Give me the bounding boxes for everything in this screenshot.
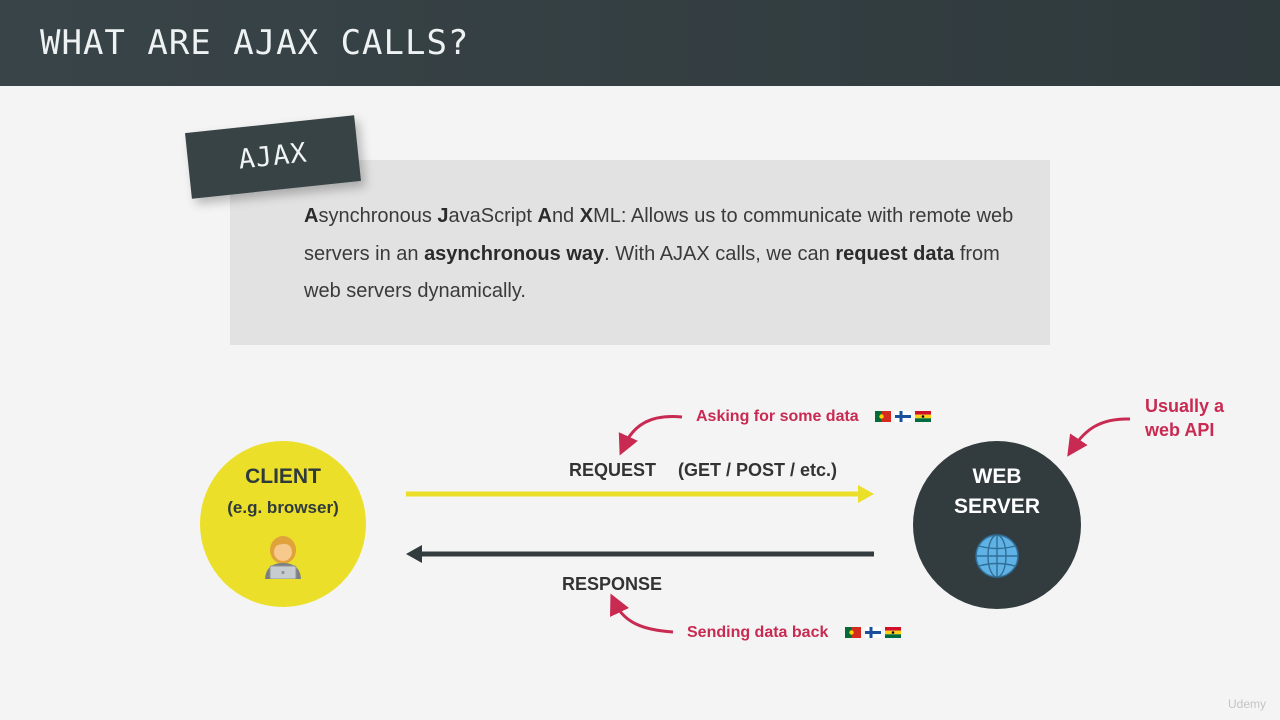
response-arrowhead [406, 545, 422, 563]
slide-header: WHAT ARE AJAX CALLS? [0, 0, 1280, 86]
letter-a: A [537, 205, 552, 227]
definition-part: . With AJAX calls, we can [604, 242, 836, 265]
request-methods: (GET / POST / etc.) [678, 460, 838, 480]
emphasis-request-data: request data [835, 242, 955, 265]
response-note-flags [845, 627, 901, 638]
definition-part: nd [551, 205, 580, 227]
ghana-flag-icon [915, 411, 931, 422]
response-note: Sending data back [687, 624, 829, 641]
request-note-arrow [618, 414, 683, 456]
server-note-line2: web API [1145, 420, 1215, 440]
finland-flag-icon [865, 627, 881, 638]
response-note-arrow [610, 593, 674, 634]
emphasis-asynchronous: asynchronous way [424, 242, 605, 265]
portugal-flag-icon [845, 627, 861, 638]
letter-a: A [304, 205, 319, 227]
server-note: Usually a web API [1145, 394, 1224, 442]
request-arrowhead [858, 485, 874, 503]
web-server-node: WEB SERVER [913, 441, 1081, 609]
client-node: CLIENT (e.g. browser) [200, 441, 366, 607]
ghana-flag-icon [885, 627, 901, 638]
server-title-line1: WEB [972, 465, 1022, 488]
letter-x: X [579, 205, 594, 227]
definition-box: Asynchronous JavaScript And XML: Allows … [230, 160, 1050, 345]
client-subtitle: (e.g. browser) [227, 498, 339, 517]
request-note-flags [875, 411, 931, 422]
client-title: CLIENT [245, 465, 321, 488]
portugal-flag-icon [875, 411, 891, 422]
server-note-arrow [1067, 417, 1131, 457]
server-note-line1: Usually a [1145, 396, 1225, 416]
request-label: REQUEST [569, 460, 657, 480]
watermark-logo: Udemy [1228, 697, 1267, 711]
finland-flag-icon [895, 411, 911, 422]
server-title-line2: SERVER [954, 495, 1040, 518]
definition-text: Asynchronous JavaScript And XML: Allows … [304, 198, 1024, 311]
slide-title: WHAT ARE AJAX CALLS? [40, 23, 470, 63]
definition-part: ML: Allows us to communicate with remote… [304, 205, 1014, 265]
definition-part: from web servers dynamically. [304, 242, 1000, 303]
request-note: Asking for some data [696, 408, 859, 425]
globe-icon [975, 534, 1019, 578]
definition-part: avaScript [448, 205, 538, 227]
person-at-laptop-icon [265, 536, 301, 579]
definition-part: synchronous [318, 205, 438, 227]
response-label: RESPONSE [562, 574, 663, 594]
letter-j: J [437, 205, 449, 227]
